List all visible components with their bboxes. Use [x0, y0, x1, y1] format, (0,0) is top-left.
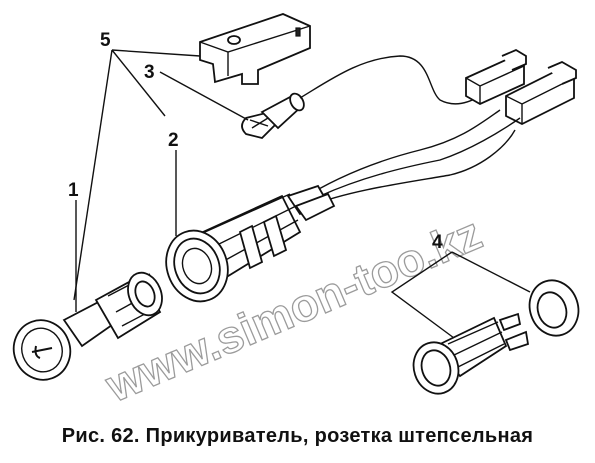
leader-lines: [73, 49, 531, 339]
lamp-cover-cap: [199, 13, 311, 85]
label-2: 2: [168, 130, 179, 151]
bulb-wire: [299, 55, 481, 105]
indicator-bulb: [241, 92, 305, 139]
figure-caption: Рис. 62. Прикуриватель, розетка штепсель…: [61, 425, 534, 447]
socket-wire-a: [299, 109, 501, 201]
plug-socket: [412, 312, 530, 395]
label-5: 5: [100, 30, 111, 51]
label-4: 4: [432, 232, 443, 253]
label-3: 3: [144, 62, 155, 83]
retaining-ring: [528, 279, 580, 337]
lighter-element: [12, 271, 163, 381]
lighter-socket: [165, 184, 336, 303]
socket-wire-c: [309, 129, 516, 207]
wire-connector-upper: [465, 48, 527, 106]
wire-connector-lower: [505, 60, 577, 126]
label-1: 1: [68, 180, 79, 201]
socket-wire-b: [319, 117, 521, 197]
